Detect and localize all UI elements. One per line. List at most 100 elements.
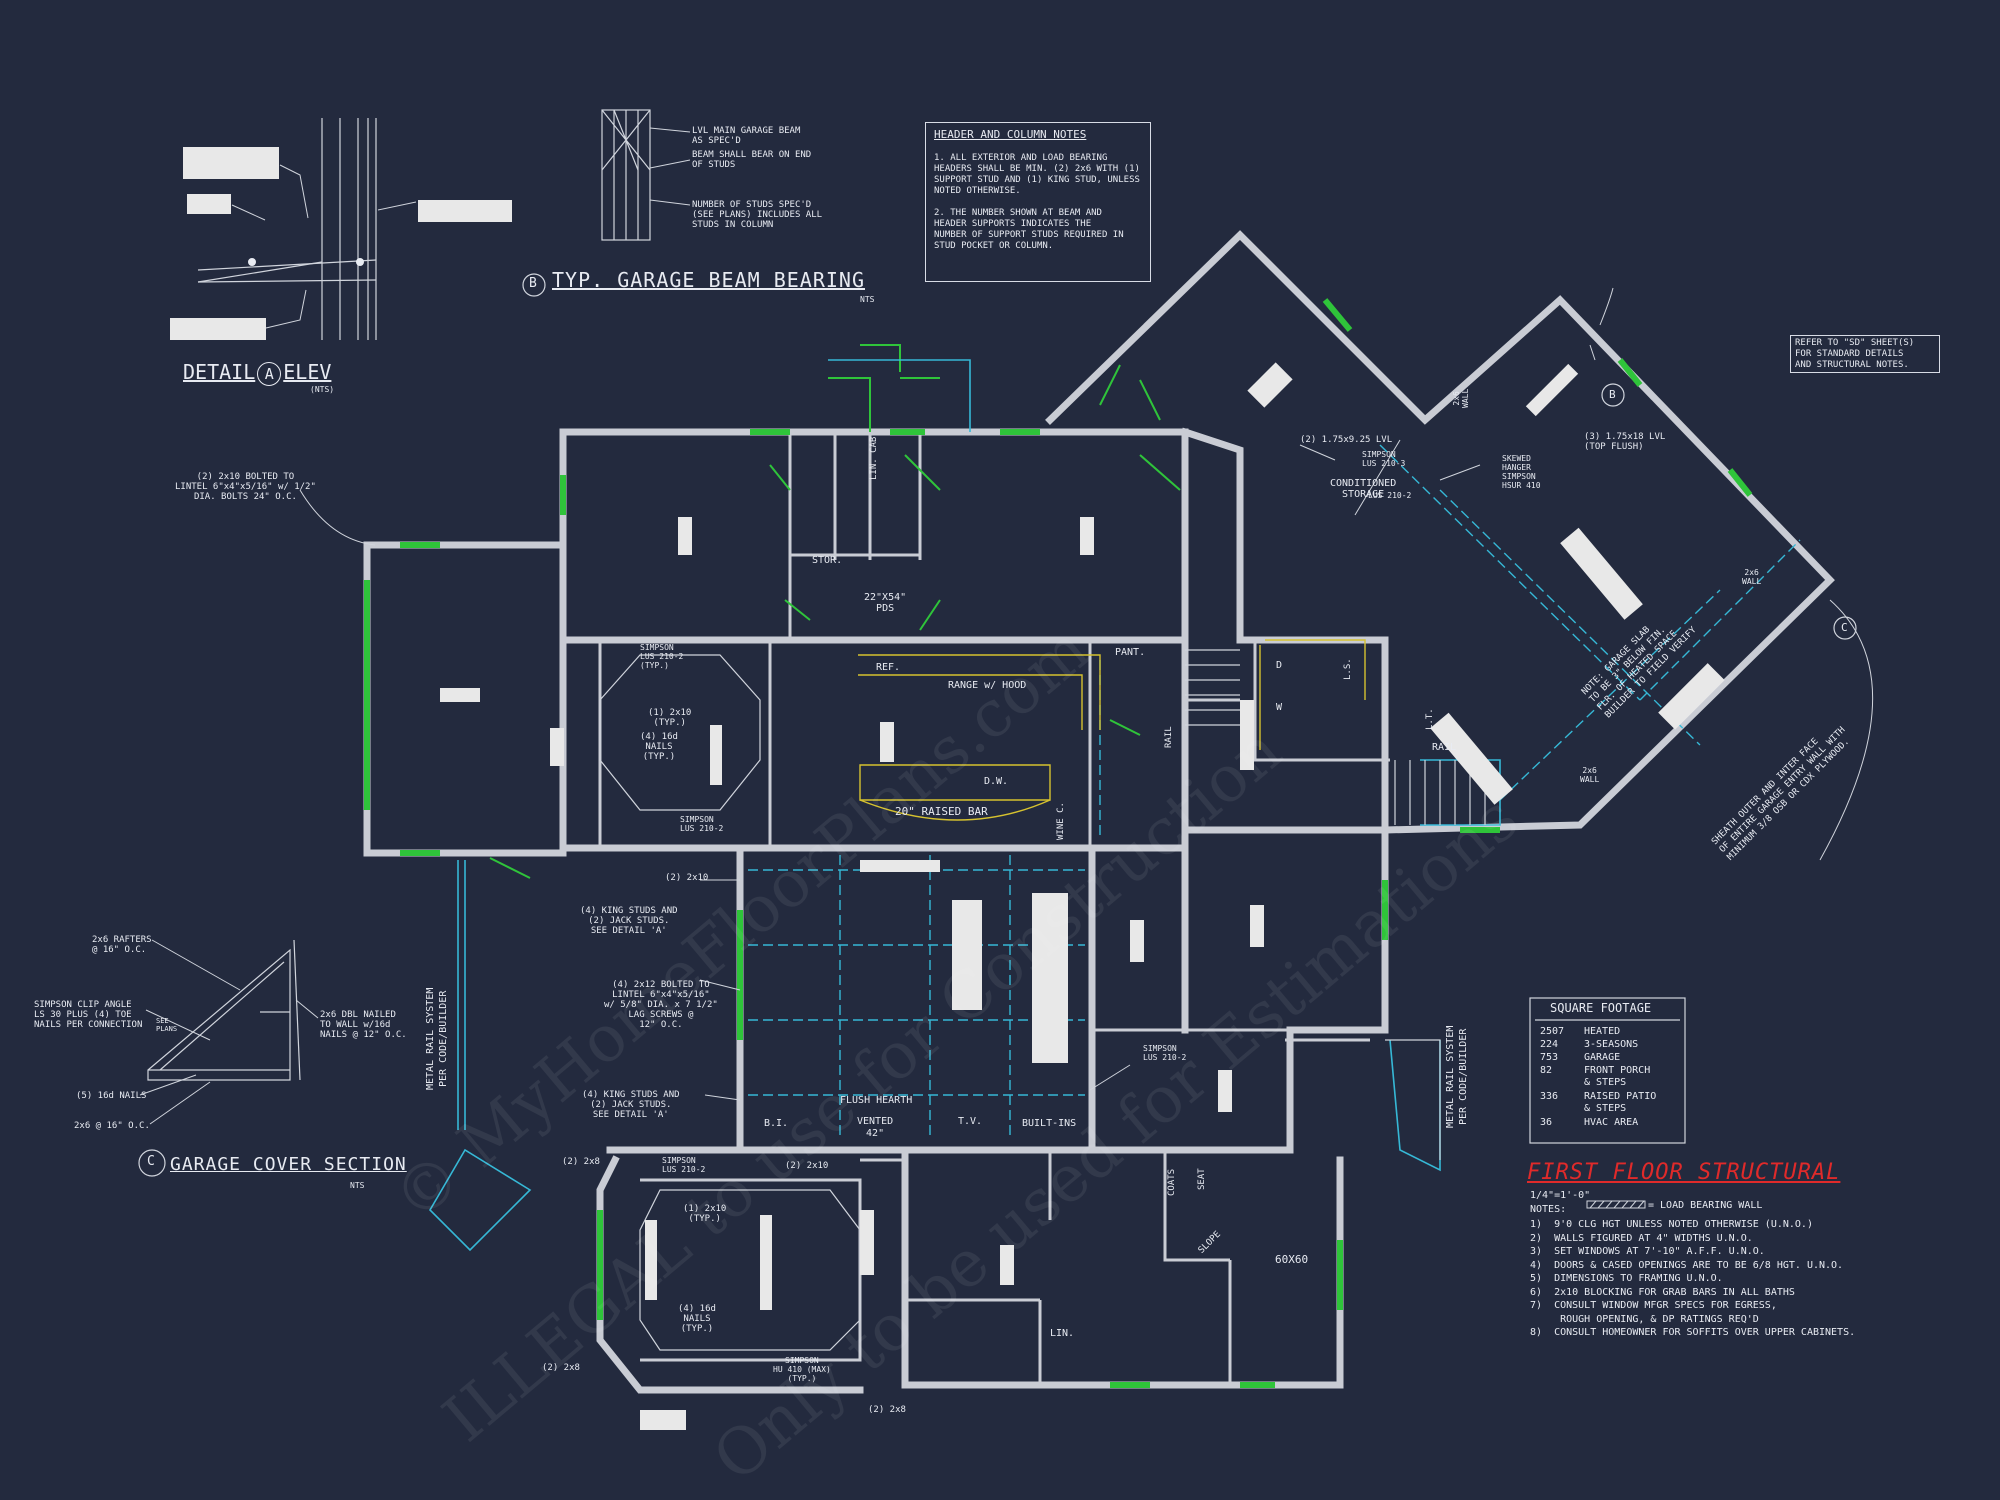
label-coats: COATS — [1167, 1168, 1177, 1196]
label-simpson-lus4: SIMPSON LUS 210-2 — [1143, 1044, 1187, 1062]
sheet-note: 1) 9'0 CLG HGT UNLESS NOTED OTHERWISE (U… — [1530, 1219, 1813, 1230]
label-metal-rail2: METAL RAIL SYSTEM PER CODE/BUILDER — [1445, 1025, 1469, 1128]
detail-b-note3: NUMBER OF STUDS SPEC'D (SEE PLANS) INCLU… — [692, 200, 823, 230]
label-simpson-lus2: SIMPSON LUS 210-2 — [680, 815, 724, 833]
sqft-value: 336 — [1540, 1091, 1559, 1102]
header-note-line: NUMBER OF SUPPORT STUDS REQUIRED IN — [934, 230, 1124, 240]
label-metal-rail1: METAL RAIL SYSTEM PER CODE/BUILDER — [425, 987, 449, 1090]
leaders — [299, 287, 1873, 1101]
detail-c-graphic — [138, 939, 319, 1177]
detail-a-scale: (NTS) — [310, 385, 335, 394]
detail-b-letter: B — [529, 276, 537, 291]
sheet-note: 8) CONSULT HOMEOWNER FOR SOFFITS OVER UP… — [1530, 1327, 1856, 1338]
label-raised-bar: 20" RAISED BAR — [895, 805, 988, 818]
label-d: D — [1276, 660, 1283, 671]
sheet-note: 6) 2x10 BLOCKING FOR GRAB BARS IN ALL BA… — [1530, 1286, 1795, 1298]
header-note-line: NOTED OTHERWISE. — [934, 186, 1021, 196]
sqft-value: 753 — [1540, 1052, 1559, 1063]
label-pds: 22"X54" PDS — [864, 592, 907, 614]
label-two-2x10b: (2) 2x10 — [785, 1161, 829, 1171]
header-note-line: SUPPORT STUD AND (1) KING STUD, UNLESS — [934, 175, 1140, 185]
label-wine: WINE C. — [1056, 802, 1066, 840]
header-notes-lines: 1. ALL EXTERIOR AND LOAD BEARING HEADERS… — [934, 153, 1140, 252]
detail-b-note2: BEAM SHALL BEAR ON END OF STUDS — [692, 150, 812, 170]
label-king1: (4) KING STUDS AND (2) JACK STUDS. SEE D… — [580, 906, 678, 936]
header-column-notes-box: HEADER AND COLUMN NOTES 1. ALL EXTERIOR … — [925, 122, 1151, 282]
detail-c-scale: NTS — [350, 1181, 365, 1190]
header-note-line: HEADERS SHALL BE MIN. (2) 2x6 WITH (1) — [934, 164, 1140, 174]
label-skewed: SKEWED HANGER SIMPSON HSUR 410 — [1502, 454, 1541, 490]
detail-c-see-plans: SEE PLANS — [156, 1017, 178, 1033]
sheet-scale: 1/4"=1'-0" — [1530, 1190, 1591, 1201]
windows — [364, 298, 1753, 1388]
sheet-note: 4) DOORS & CASED OPENINGS ARE TO BE 6/8 … — [1530, 1259, 1844, 1271]
refer-note-box: REFER TO "SD" SHEET(S) FOR STANDARD DETA… — [1790, 335, 1940, 373]
kitchen-counters — [858, 639, 1366, 821]
detail-b-scale: NTS — [860, 295, 875, 304]
label-seat: SEAT — [1197, 1168, 1207, 1190]
label-nails-16d: (4) 16d NAILS (TYP.) — [640, 732, 678, 762]
stairs — [1185, 649, 1486, 1160]
sqft-label: FRONT PORCH & STEPS — [1584, 1065, 1651, 1088]
sqft-title: SQUARE FOOTAGE — [1550, 1001, 1652, 1015]
plan-walls — [363, 230, 1835, 1394]
beam-markers — [440, 362, 1725, 1430]
sheet-note: ROUGH OPENING, & DP RATINGS REQ'D — [1530, 1313, 1759, 1325]
octagons — [599, 654, 861, 1351]
detail-b-graphic — [522, 109, 691, 297]
sqft-value: 82 — [1540, 1065, 1553, 1076]
detail-c-rafters: 2x6 RAFTERS @ 16" O.C. — [92, 935, 152, 955]
sheet-notes: 1) 9'0 CLG HGT UNLESS NOTED OTHERWISE (U… — [1530, 1218, 1855, 1340]
header-note-line: HEADER SUPPORTS INDICATES THE — [934, 219, 1092, 229]
label-tv: T.V. — [958, 1116, 983, 1127]
detail-c-bottom: 2x6 @ 16" O.C. — [74, 1121, 150, 1131]
label-wall2x6b: 2x6 WALL — [1580, 766, 1600, 784]
sqft-value: 36 — [1540, 1117, 1553, 1128]
sheet-note: 7) CONSULT WINDOW MFGR SPECS FOR EGRESS, — [1530, 1300, 1777, 1311]
notes-label: NOTES: — [1530, 1204, 1567, 1215]
label-w: W — [1276, 702, 1283, 713]
label-b-marker: B — [1609, 388, 1616, 401]
label-lvl1: (2) 1.75x9.25 LVL — [1300, 435, 1393, 445]
header-notes-title: HEADER AND COLUMN NOTES — [934, 128, 1087, 141]
label-vented: VENTED 42" — [857, 1116, 894, 1139]
label-lus2b: LUS 210-2 — [1368, 491, 1412, 500]
header-note-line — [934, 197, 1140, 208]
header-note-line: 1. ALL EXTERIOR AND LOAD BEARING — [934, 153, 1108, 163]
sqft-label: GARAGE — [1584, 1052, 1621, 1063]
label-simpson-lus3: SIMPSON LUS 210-3 — [1362, 450, 1406, 468]
label-c-marker: C — [1841, 621, 1848, 634]
label-pant: PANT. — [1115, 647, 1146, 658]
label-lin-cab: LIN. CAB — [869, 436, 879, 480]
label-two-2x8c: (2) 2x8 — [868, 1405, 906, 1415]
label-nails-2x10: (1) 2x10 (TYP.) — [648, 708, 692, 728]
header-note-line: STUD POCKET OR COLUMN. — [934, 241, 1054, 251]
label-cond: CONDITIONED STORAGE — [1330, 478, 1397, 500]
detail-b-note1: LVL MAIN GARAGE BEAM AS SPEC'D — [692, 126, 801, 146]
sqft-row: 82 FRONT PORCH & STEPS — [1540, 1065, 1656, 1091]
label-lin: LIN. — [1050, 1328, 1075, 1339]
detail-a-graphic — [170, 118, 512, 340]
detail-c-nails: (5) 16d NAILS — [76, 1091, 147, 1101]
sqft-label: 3-SEASONS — [1584, 1039, 1639, 1050]
label-ref: REF. — [876, 662, 901, 673]
label-bolted2: (4) 2x12 BOLTED TO LINTEL 6"x4"x5/16" w/… — [604, 980, 718, 1030]
detail-a-title-text: DETAIL — [183, 360, 256, 384]
sqft-row: 753 GARAGE — [1540, 1052, 1656, 1065]
label-two-2x10: (2) 2x10 — [665, 873, 709, 883]
label-king2: (4) KING STUDS AND (2) JACK STUDS. SEE D… — [582, 1090, 680, 1120]
detail-b-title: TYP. GARAGE BEAM BEARING — [552, 268, 865, 292]
label-lvl2: (3) 1.75x18 LVL (TOP FLUSH) — [1584, 432, 1666, 452]
label-lt: L.T. — [1425, 708, 1435, 730]
sheet-title: FIRST FLOOR STRUCTURAL — [1527, 1160, 1841, 1185]
label-ls: L.S. — [1343, 658, 1353, 680]
sqft-label: HEATED — [1584, 1026, 1621, 1037]
detail-c-dbl: 2x6 DBL NAILED TO WALL w/16d NAILS @ 12"… — [320, 1010, 407, 1040]
label-wall2x6c: 2x6 WALL — [1452, 388, 1470, 408]
label-flush: FLUSH HEARTH — [840, 1095, 913, 1106]
label-builtins: BUILT-INS — [1022, 1118, 1077, 1129]
detail-c-title: GARAGE COVER SECTION — [170, 1154, 407, 1175]
